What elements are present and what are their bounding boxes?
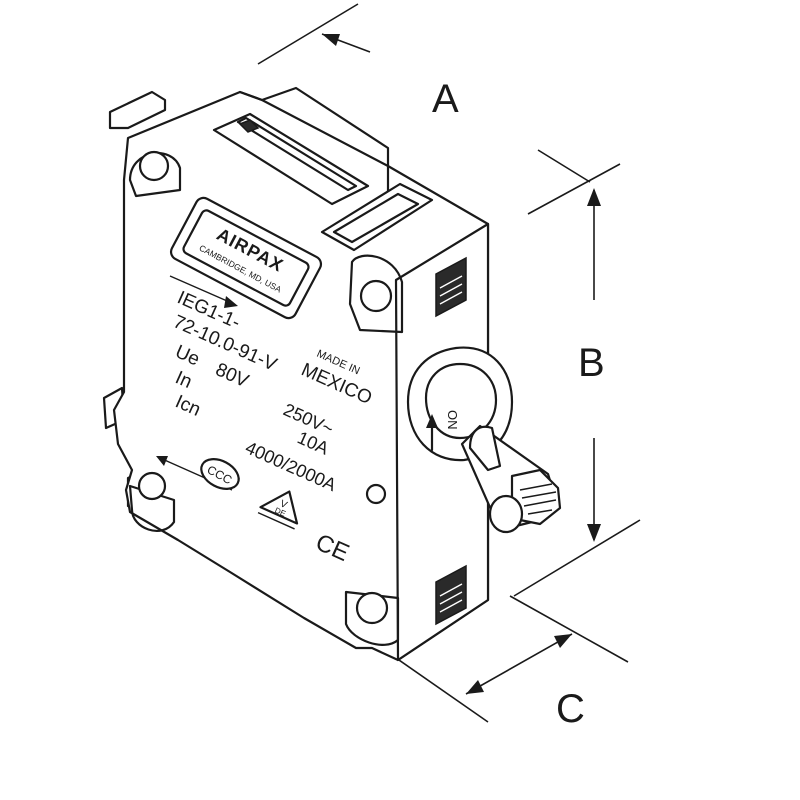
boss-mid-right	[348, 254, 404, 334]
screw-hole-top-left	[138, 150, 170, 182]
screw-hole-bottom-left	[137, 471, 167, 501]
dim-b-top-tick	[537, 149, 591, 183]
logo-plate: AIRPAX CAMBRIDGE, MD, USA	[169, 196, 323, 320]
dim-c-label: C	[556, 687, 585, 731]
top-face-edge	[238, 90, 390, 168]
top-slot-inner	[236, 116, 358, 192]
dim-a-extension-line	[257, 3, 359, 65]
ccc-mark: CCC	[200, 458, 240, 490]
dim-c-right-arrow	[554, 634, 572, 648]
boss-bottom-right	[344, 590, 400, 646]
terminal-screw-top-thread	[439, 275, 463, 305]
label-arrow-top-line	[169, 275, 235, 305]
handle-lever-side	[468, 425, 502, 472]
dim-b-down-arrow	[587, 524, 601, 542]
label-in: In	[172, 367, 195, 393]
top-slot-outline	[212, 112, 370, 206]
terminal-screw-bottom	[435, 564, 467, 626]
indicator-dot	[365, 483, 387, 505]
dim-c-right-extension	[509, 595, 629, 663]
square-slot-outline	[320, 182, 434, 252]
top-slot-notch	[238, 119, 260, 133]
screw-top-left	[128, 150, 182, 198]
dim-a-arrow	[322, 34, 340, 46]
dim-c-left-arrow	[466, 680, 484, 694]
dim-c-line	[465, 633, 573, 695]
top-square-slot	[320, 182, 434, 252]
ccc-outline	[200, 458, 240, 490]
terminal-screw-top	[435, 256, 467, 318]
vde-mark: V DE	[257, 490, 299, 530]
top-slot	[212, 112, 370, 206]
handle-grip-ribs	[519, 483, 557, 515]
on-arrow-head	[426, 414, 438, 428]
dimension-b: B	[513, 149, 641, 597]
screw-bottom-left	[128, 471, 176, 532]
top-terminal-tab	[108, 90, 167, 130]
dim-b-label: B	[578, 341, 605, 385]
logo-plate-inner	[182, 209, 310, 307]
handle-on-text: ON	[445, 410, 460, 430]
screw-hole-mid-right	[359, 279, 393, 313]
vde-underline	[257, 512, 295, 530]
vde-v: V	[278, 498, 289, 511]
dim-b-top-extension	[527, 163, 621, 215]
screw-hole-bottom-right	[355, 591, 389, 625]
dimension-a: A	[257, 3, 459, 121]
label-arrow-bottom-head	[156, 456, 168, 466]
handle-knuckle	[488, 494, 524, 534]
toggle-handle: ON	[406, 346, 562, 534]
handle-bushing-inner	[424, 362, 498, 440]
screw-bottom-right	[344, 590, 400, 646]
terminal-screw-bottom-thread	[439, 583, 463, 613]
vde-triangle	[259, 490, 299, 525]
dimension-c: C	[375, 595, 629, 731]
screw-mid-right	[348, 254, 404, 334]
dim-b-up-arrow	[587, 188, 601, 206]
square-slot-inner	[332, 192, 420, 244]
vde-de: DE	[273, 506, 287, 519]
dim-a-label: A	[432, 77, 459, 121]
label-arrow-top-head	[224, 296, 238, 308]
boss-bottom-left	[128, 484, 176, 532]
dim-b-bottom-extension	[513, 519, 641, 597]
